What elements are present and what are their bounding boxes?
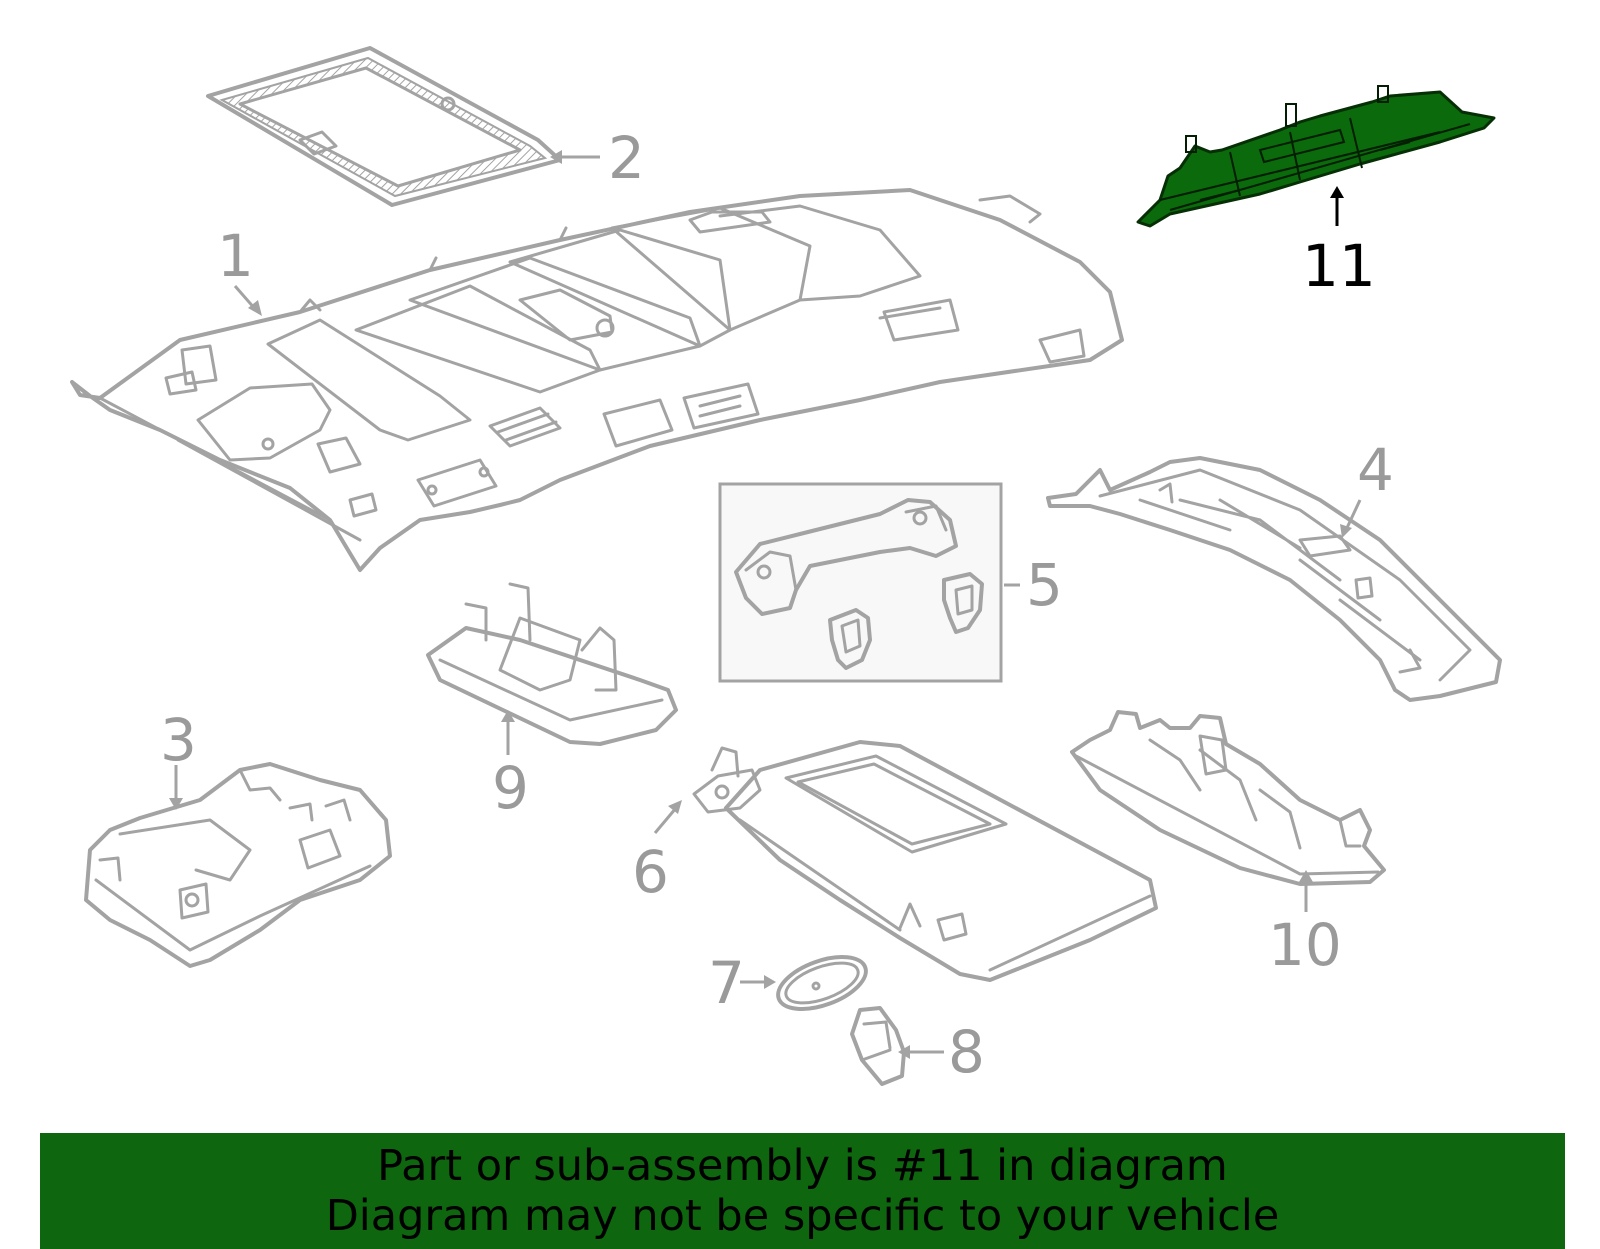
part-10-trim-cover[interactable] — [1070, 710, 1386, 886]
callout-9: 9 — [492, 754, 529, 822]
part-5-assist-grip-set[interactable] — [718, 482, 1003, 683]
callout-3: 3 — [160, 706, 197, 774]
part-3-console[interactable] — [84, 762, 392, 968]
leader-lines — [169, 150, 1362, 1059]
part-1-headliner[interactable] — [70, 188, 1124, 572]
callout-4: 4 — [1357, 436, 1394, 504]
part-2-sunshade[interactable] — [206, 46, 562, 207]
callout-6: 6 — [632, 838, 669, 906]
callout-11: 11 — [1302, 232, 1376, 300]
info-banner: Part or sub-assembly is #11 in diagram D… — [40, 1133, 1565, 1249]
part-6-sun-visor[interactable] — [692, 740, 1158, 982]
callout-1: 1 — [217, 222, 254, 290]
part-8-clip[interactable] — [850, 1006, 906, 1086]
part-4-roof-side-trim[interactable] — [1046, 456, 1502, 702]
callout-5: 5 — [1026, 551, 1063, 619]
callout-7: 7 — [708, 949, 745, 1017]
part-11-highlighted[interactable] — [1136, 85, 1496, 228]
callout-10: 10 — [1268, 911, 1342, 979]
part-9-lamp[interactable] — [426, 582, 678, 746]
banner-line-disclaimer: Diagram may not be specific to your vehi… — [325, 1191, 1280, 1241]
callout-8: 8 — [948, 1018, 985, 1086]
callout-2: 2 — [608, 124, 645, 192]
banner-line-part: Part or sub-assembly is #11 in diagram — [377, 1141, 1228, 1191]
callout-labels: 1 2 3 4 5 6 7 8 9 10 11 — [160, 124, 1394, 1086]
part-7-cap[interactable] — [771, 947, 873, 1020]
